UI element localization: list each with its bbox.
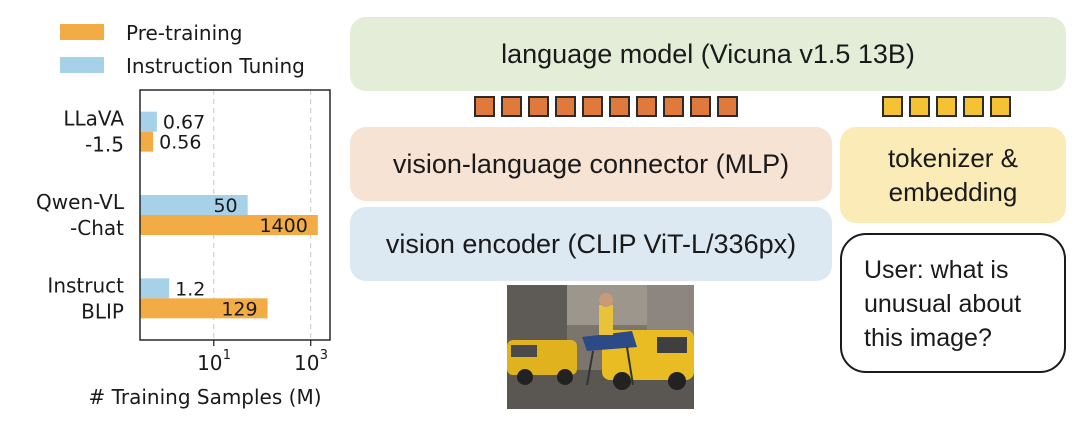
text-token <box>936 96 957 117</box>
bar-pre-training <box>140 298 268 319</box>
bar-value-label: 1400 <box>259 215 307 237</box>
legend-label: Pre-training <box>126 21 243 45</box>
category-label: Qwen-VL <box>36 190 125 214</box>
x-tick-label: 10 <box>197 351 222 375</box>
tokenizer-label-line: embedding <box>888 177 1018 207</box>
user-question-bubble: User: what is unusual about this image? <box>840 233 1066 373</box>
bar-instruction-tuning <box>140 195 248 215</box>
vision-token <box>528 96 549 117</box>
text-token-row <box>882 96 1011 117</box>
bar-pre-training <box>140 215 318 235</box>
encoder-label: vision encoder (CLIP ViT-L/336px) <box>385 228 797 259</box>
x-axis-label: # Training Samples (M) <box>88 385 321 409</box>
bar-value-label: 1.2 <box>175 278 205 300</box>
bar-value-label: 129 <box>221 298 257 320</box>
bar-value-label: 0.67 <box>163 112 205 134</box>
bar-value-label: 0.56 <box>159 132 201 154</box>
connector-label: vision-language connector (MLP) <box>392 148 790 179</box>
vision-token <box>582 96 603 117</box>
tokenizer-label-line: tokenizer & <box>887 143 1019 173</box>
taxi-photo-illustration <box>507 285 694 409</box>
x-tick-label-exponent: 3 <box>320 348 328 363</box>
text-token <box>990 96 1011 117</box>
bar-instruction-tuning <box>140 278 170 299</box>
vision-token <box>555 96 576 117</box>
category-label: Instruct <box>47 273 124 297</box>
question-line: unusual about <box>864 290 1022 318</box>
vision-token <box>636 96 657 117</box>
vision-token <box>474 96 495 117</box>
vision-encoder-block: vision encoder (CLIP ViT-L/336px) <box>350 207 832 281</box>
plot-frame <box>139 89 331 341</box>
vision-token <box>663 96 684 117</box>
x-tick-label-exponent: 1 <box>223 348 231 363</box>
category-label: -Chat <box>70 216 124 240</box>
vision-token <box>690 96 711 117</box>
text-token <box>963 96 984 117</box>
category-label: BLIP <box>81 299 124 323</box>
vision-token-row <box>474 96 738 117</box>
vision-token <box>717 96 738 117</box>
vision-language-connector-block: vision-language connector (MLP) <box>350 127 832 201</box>
question-line: this image? <box>864 324 992 352</box>
language-model-block: language model (Vicuna v1.5 13B) <box>350 17 1066 91</box>
question-line: User: what is <box>864 256 1009 284</box>
tokenizer-embedding-block: tokenizer & embedding <box>840 127 1066 223</box>
language-model-label: language model (Vicuna v1.5 13B) <box>501 38 915 69</box>
input-image-taxi-ironing <box>507 285 694 409</box>
x-tick-label: 10 <box>294 351 319 375</box>
vision-token <box>501 96 522 117</box>
bar-pre-training <box>140 131 154 152</box>
vision-token <box>609 96 630 117</box>
legend-swatch <box>60 57 104 73</box>
legend-label: Instruction Tuning <box>126 54 305 78</box>
bar-value-label: 50 <box>213 195 237 217</box>
text-token <box>909 96 930 117</box>
category-label: LLaVA <box>63 107 124 131</box>
legend-swatch <box>60 24 104 40</box>
category-label: -1.5 <box>85 133 124 157</box>
text-token <box>882 96 903 117</box>
bar-instruction-tuning <box>140 111 157 132</box>
